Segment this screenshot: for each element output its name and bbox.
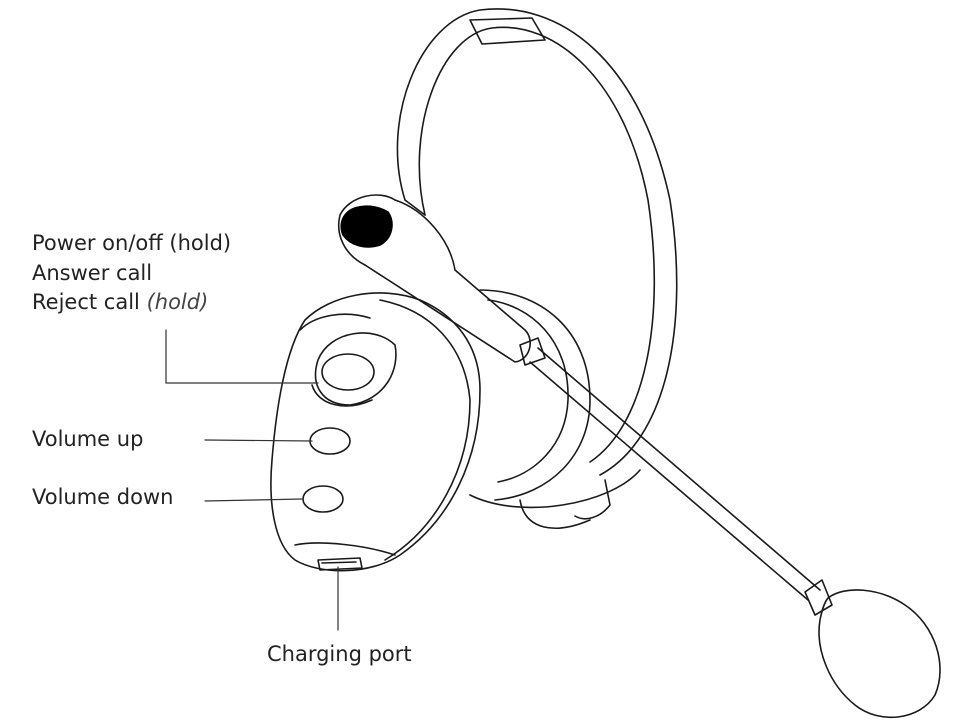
label-charging-port: Charging port: [267, 642, 412, 666]
microphone-windscreen: [818, 589, 941, 719]
microphone-boom: [338, 194, 833, 616]
label-reject-main: Reject call: [32, 290, 140, 314]
control-housing: [270, 292, 481, 572]
label-power: Power on/off (hold): [32, 231, 232, 255]
boom-pivot-mark: [340, 205, 393, 248]
power-leader-line: [165, 329, 319, 384]
label-volume-up: Volume up: [32, 427, 144, 451]
label-volume-down: Volume down: [32, 485, 174, 509]
label-reject-qualifier: (hold): [146, 290, 209, 314]
volume-down-button-shape: [302, 485, 344, 513]
ear-cushion: [469, 289, 641, 529]
headband: [396, 8, 678, 476]
volume-down-leader-line: [204, 498, 304, 502]
label-reject-call: Reject call (hold): [32, 288, 231, 318]
power-callout: Power on/off (hold) Answer call Reject c…: [32, 229, 231, 318]
charging-port-shape: [317, 557, 363, 571]
power-button-shape: [321, 353, 375, 391]
label-answer-call: Answer call: [32, 260, 153, 285]
volume-up-button-shape: [309, 427, 351, 455]
volume-up-leader-line: [204, 439, 313, 442]
